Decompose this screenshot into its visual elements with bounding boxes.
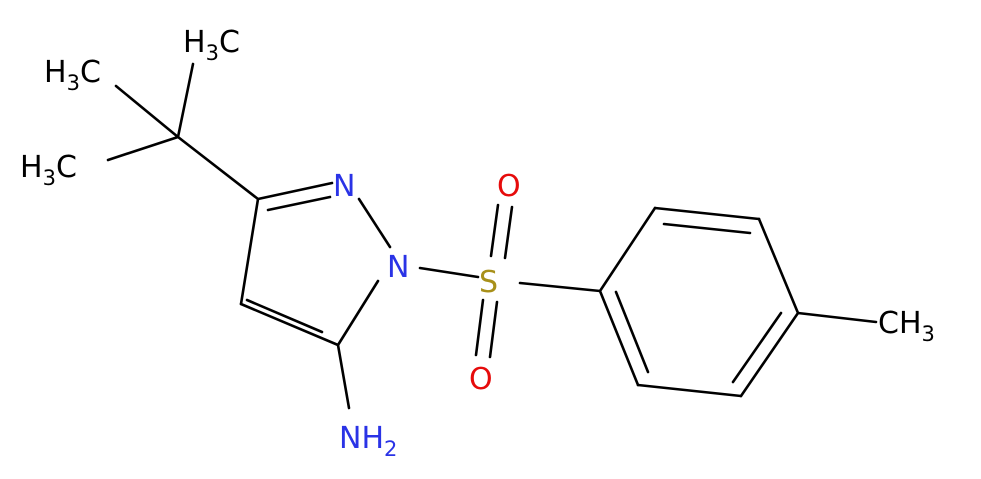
bond-c3-n2-double xyxy=(266,195,332,212)
bond-s-o-bottom-a xyxy=(474,298,485,357)
bond-ar2-ar3 xyxy=(653,206,761,221)
bond-s-o-top-b xyxy=(503,205,514,260)
atom-ch3-right: CH3 xyxy=(878,306,935,346)
bond-s-o-top-a xyxy=(489,203,500,258)
bond-c5-c4-double xyxy=(245,298,324,334)
bond-tbu-ch3-top xyxy=(176,62,195,139)
bond-ar4-ch3 xyxy=(796,311,878,324)
bond-ar3-ar4 xyxy=(757,217,800,315)
atom-o-top: O xyxy=(497,169,521,204)
bond-tbu-c3 xyxy=(176,135,260,201)
bond-ar2-ar3-double xyxy=(662,222,752,235)
bond-c4-c3 xyxy=(239,197,260,306)
atom-ch3-top: H3C xyxy=(183,25,240,65)
bond-n1-c5 xyxy=(336,279,380,347)
atom-n-ring-top: N xyxy=(333,169,355,204)
bond-s-aryl xyxy=(518,281,602,293)
atom-nh2: NH2 xyxy=(339,421,397,461)
atom-n-ring-bottom: N xyxy=(387,250,409,285)
atom-ch3-left-upper: H3C xyxy=(44,55,101,95)
bond-n2-n1 xyxy=(357,197,392,249)
atom-o-bottom: O xyxy=(469,362,493,397)
bond-ar1-ar2 xyxy=(598,206,657,293)
bond-ar6-ar1 xyxy=(598,289,640,387)
atom-sulfur: S xyxy=(479,265,498,300)
bond-tbu-ch3-left-upper xyxy=(114,84,180,139)
bond-c5-nh2 xyxy=(336,343,351,410)
bond-ar5-ar6 xyxy=(636,383,743,398)
bond-c3-n2 xyxy=(256,181,334,201)
bond-ar6-ar1-double xyxy=(614,290,650,374)
bond-tbu-ch3-left-lower xyxy=(106,135,180,162)
bond-ar4-ar5 xyxy=(739,311,800,398)
bond-n1-s xyxy=(418,266,480,279)
bond-c5-c4 xyxy=(239,302,340,347)
bond-ar4-ar5-double xyxy=(731,311,783,384)
bond-s-o-bottom-b xyxy=(488,300,499,359)
atom-ch3-left-lower: H3C xyxy=(20,150,77,190)
